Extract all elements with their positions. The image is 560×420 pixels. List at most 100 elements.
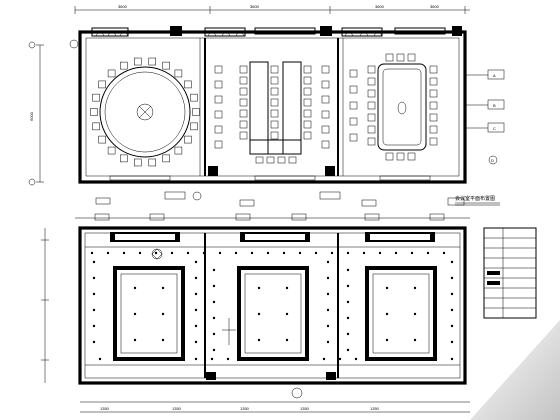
downlight xyxy=(212,348,216,352)
top-window-openings xyxy=(91,26,462,37)
bottom-dimension-5: 1350 xyxy=(370,406,380,411)
downlight xyxy=(154,251,158,255)
chair xyxy=(148,158,157,167)
chair xyxy=(120,61,128,70)
downlight xyxy=(346,316,350,320)
coffer-light xyxy=(285,312,289,316)
chair xyxy=(321,140,330,149)
downlight xyxy=(266,251,270,255)
chair xyxy=(349,117,358,126)
chair xyxy=(98,135,106,144)
downlight xyxy=(362,251,366,255)
downlight xyxy=(346,251,350,255)
chair xyxy=(385,53,394,62)
chair xyxy=(214,80,223,89)
downlight xyxy=(106,251,110,255)
chair xyxy=(349,85,358,94)
downlight xyxy=(326,260,330,264)
coffer-light xyxy=(413,338,417,342)
chair xyxy=(429,125,438,134)
chair xyxy=(429,101,438,110)
chair xyxy=(367,137,376,146)
ceiling-plan: 1350 1350 1350 1350 1350 xyxy=(41,213,470,413)
chair xyxy=(429,65,438,74)
chair xyxy=(92,93,100,102)
coffer-light xyxy=(413,312,417,316)
coffer-light xyxy=(161,286,165,290)
downlight xyxy=(450,292,454,296)
downlight xyxy=(194,324,198,328)
downlight xyxy=(170,251,174,255)
chair xyxy=(270,87,279,96)
section-tags-top xyxy=(95,191,465,207)
plan-outer-wall xyxy=(78,30,467,184)
downlight xyxy=(92,292,96,296)
downlight xyxy=(194,340,198,344)
chair xyxy=(133,57,142,66)
downlight xyxy=(92,276,96,280)
bottom-dimension-3: 1350 xyxy=(240,406,250,411)
side-tag-d: D xyxy=(491,158,494,163)
chair xyxy=(429,113,438,122)
downlight xyxy=(138,251,142,255)
downlight xyxy=(212,332,216,336)
downlight xyxy=(250,251,254,255)
chair xyxy=(266,156,275,164)
chair xyxy=(270,109,279,118)
chair xyxy=(239,120,248,129)
coffer-light xyxy=(161,312,165,316)
chair xyxy=(303,120,312,129)
long-boardroom-table xyxy=(349,53,438,161)
downlight xyxy=(346,300,350,304)
chair xyxy=(303,109,312,118)
downlight xyxy=(282,251,286,255)
downlight xyxy=(354,357,358,361)
chair xyxy=(303,87,312,96)
side-tag-b: B xyxy=(493,103,496,108)
downlight xyxy=(326,324,330,328)
floor-plan-furniture: 3600 3600 3600 3600 6000 xyxy=(28,4,505,207)
ceiling-outer-wall xyxy=(78,226,467,385)
chair xyxy=(190,122,198,131)
downlight xyxy=(326,292,330,296)
downlight xyxy=(338,357,342,361)
u-shape-table xyxy=(214,61,330,164)
downlight xyxy=(450,340,454,344)
round-conference-table xyxy=(90,57,200,167)
chair xyxy=(148,57,157,66)
downlight xyxy=(212,300,216,304)
downlight xyxy=(210,357,214,361)
coffer-light xyxy=(161,338,165,342)
downlight xyxy=(450,260,454,264)
downlight xyxy=(346,348,350,352)
downlight xyxy=(450,276,454,280)
chair xyxy=(407,152,416,161)
coffer-light xyxy=(285,286,289,290)
chair xyxy=(214,65,223,74)
title-block xyxy=(483,227,537,319)
chair xyxy=(321,65,330,74)
chair xyxy=(239,98,248,107)
downlight xyxy=(234,251,238,255)
chair xyxy=(162,61,170,70)
downlight xyxy=(426,251,430,255)
downlight xyxy=(194,292,198,296)
chair xyxy=(162,154,170,163)
chair xyxy=(239,65,248,74)
chair xyxy=(270,131,279,140)
downlight xyxy=(346,284,350,288)
coffer-light xyxy=(257,312,261,316)
downlight xyxy=(92,308,96,312)
chair xyxy=(174,146,183,155)
chair xyxy=(107,69,116,78)
coffer-light xyxy=(385,286,389,290)
coffer-light xyxy=(133,338,137,342)
downlight xyxy=(122,251,126,255)
chair xyxy=(192,108,200,116)
downlight xyxy=(226,357,230,361)
downlight xyxy=(346,332,350,336)
coffer-light xyxy=(385,312,389,316)
chair xyxy=(385,152,394,161)
bottom-dimension-2: 1350 xyxy=(172,406,182,411)
